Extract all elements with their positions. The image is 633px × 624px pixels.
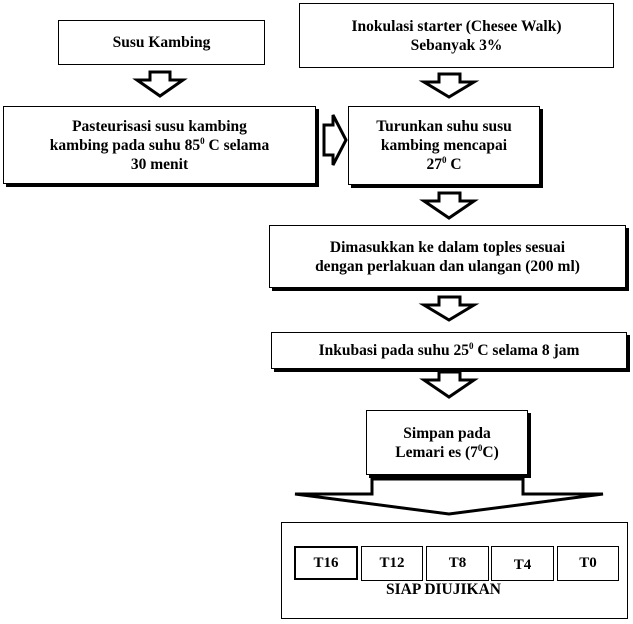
treatment-t16: T16 [294,546,358,580]
arrow-down-3 [419,191,479,220]
treatment-label: T4 [513,557,532,573]
treatment-label: T16 [313,554,339,571]
simpan-line-2: Lemari es (70C) [395,442,499,461]
arrow-right [322,114,348,166]
pasteurisasi-line-2: kambing pada suhu 850 C selama [49,135,270,154]
susu-kambing-label: Susu Kambing [112,34,211,51]
inokulasi-line-1: Inokulasi starter (Chesee Walk) [351,17,562,35]
treatment-label: T0 [579,555,597,571]
treatment-label: T8 [448,555,467,571]
simpan-line-1: Simpan pada [403,424,491,442]
inkubasi-line: Inkubasi pada suhu 250 C selama 8 jam [318,341,580,360]
turunkan-line-3: 270 C [426,155,462,174]
treatment-t4: T4 [491,546,554,581]
treatment-t0: T0 [557,546,619,581]
arrow-down-wide [294,477,604,516]
pasteurisasi-line-1: Pasteurisasi susu kambing [72,117,247,135]
box-inkubasi: Inkubasi pada suhu 250 C selama 8 jam [271,332,627,369]
box-pasteurisasi: Pasteurisasi susu kambing kambing pada s… [3,106,316,184]
arrow-down-4 [418,295,480,322]
siap-diujikan-label: SIAP DIUJIKAN [386,581,501,598]
treatment-t8: T8 [426,546,489,581]
treatment-label: T12 [379,555,405,571]
box-dimasukkan-toples: Dimasukkan ke dalam toples sesuai dengan… [269,225,626,288]
dimasukkan-line-1: Dimasukkan ke dalam toples sesuai [329,238,566,256]
box-turunkan-suhu: Turunkan suhu susu kambing mencapai 270 … [348,106,540,185]
pasteurisasi-line-3: 30 menit [130,155,189,173]
arrow-down-1 [132,70,188,98]
treatment-t12: T12 [361,546,423,581]
arrow-down-5 [419,370,479,399]
box-inokulasi-starter: Inokulasi starter (Chesee Walk) Sebanyak… [299,3,614,68]
box-simpan-lemari-es: Simpan pada Lemari es (70C) [366,410,528,475]
box-susu-kambing: Susu Kambing [58,20,265,65]
dimasukkan-line-2: dengan perlakuan dan ulangan (200 ml) [315,257,580,275]
turunkan-line-2: kambing mencapai [380,137,508,154]
turunkan-line-1: Turunkan suhu susu [376,118,512,135]
arrow-down-2 [418,72,480,99]
inokulasi-line-2: Sebanyak 3% [410,36,503,54]
